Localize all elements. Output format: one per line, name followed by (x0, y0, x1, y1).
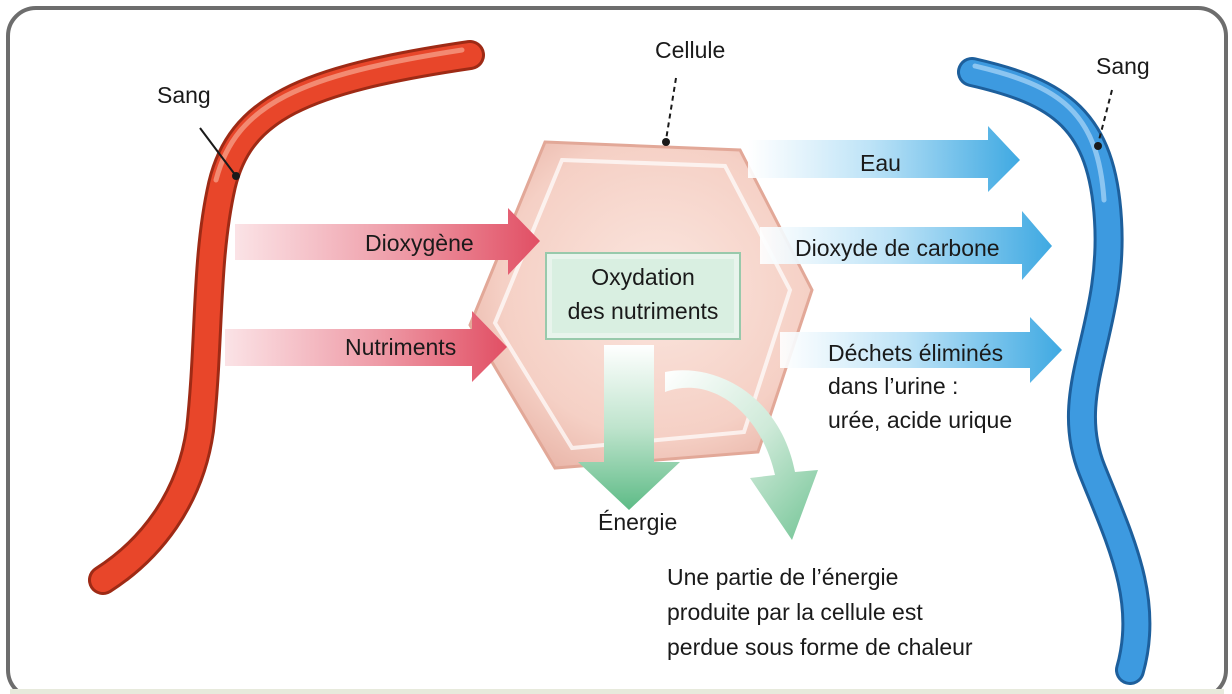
blood-vessel-left (88, 40, 485, 595)
label-sang-left: Sang (157, 82, 211, 108)
label-heat-line1: Une partie de l’énergie (667, 564, 898, 590)
leader-line-sang-left (199, 127, 237, 177)
label-energie: Énergie (598, 509, 677, 535)
label-dechets-line1: Déchets éliminés (828, 340, 1003, 366)
bottom-strip (10, 689, 1224, 694)
label-eau: Eau (860, 150, 901, 176)
label-dechets-line2: dans l’urine : (828, 373, 958, 399)
label-oxydation-line1: Oxydation (591, 264, 695, 290)
label-dioxygene: Dioxygène (365, 230, 474, 256)
arrow-energie (578, 345, 680, 510)
arrow-dioxygene (235, 208, 540, 275)
label-cellule: Cellule (655, 37, 725, 63)
arrow-eau (748, 126, 1020, 192)
leader-line-cellule (665, 77, 677, 141)
label-oxydation-line2: des nutriments (568, 298, 719, 324)
blood-vessel-right (957, 57, 1152, 685)
arrow-nutriments (225, 311, 507, 382)
label-heat-line3: perdue sous forme de chaleur (667, 634, 973, 660)
arrow-chaleur (665, 370, 818, 540)
label-nutriments: Nutriments (345, 334, 456, 360)
leader-dot-cellule (662, 138, 670, 146)
arrow-dioxyde-de-carbone (760, 211, 1052, 280)
label-dioxyde-de-carbone: Dioxyde de carbone (795, 235, 1000, 261)
label-dechets-line3: urée, acide urique (828, 407, 1012, 433)
leader-line-sang-right (1097, 89, 1113, 145)
leader-dot-sang-right (1094, 142, 1102, 150)
label-sang-right: Sang (1096, 53, 1150, 79)
label-heat-line2: produite par la cellule est (667, 599, 923, 625)
leader-dot-sang-left (232, 172, 240, 180)
arrow-dechets (780, 317, 1062, 383)
process-box (545, 252, 741, 340)
